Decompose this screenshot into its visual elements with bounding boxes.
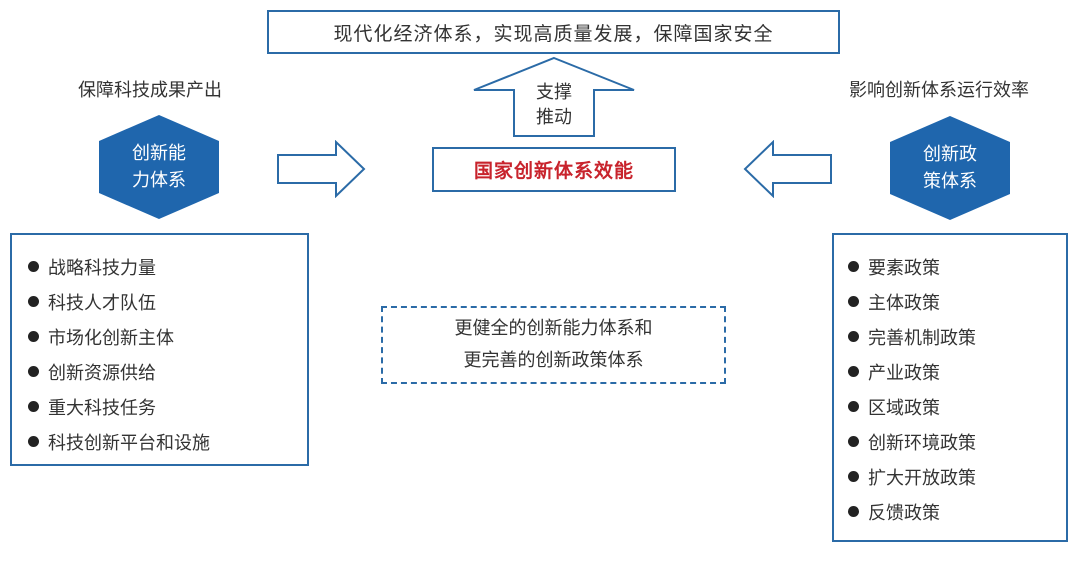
- right-list-item-label: 创新环境政策: [868, 432, 976, 454]
- right-list-item-label: 区域政策: [868, 397, 940, 419]
- bullet-icon: [848, 436, 859, 447]
- bullet-icon: [28, 366, 39, 377]
- bullet-icon: [848, 296, 859, 307]
- bullet-icon: [848, 506, 859, 517]
- bullet-icon: [848, 261, 859, 272]
- left-list-item-label: 战略科技力量: [48, 257, 156, 279]
- center-text: 国家创新体系效能: [473, 160, 634, 182]
- right-list-item: 主体政策: [848, 284, 1066, 319]
- right-list-item: 产业政策: [848, 354, 1066, 389]
- bullet-icon: [848, 401, 859, 412]
- bullet-icon: [28, 401, 39, 412]
- right-list-item: 扩大开放政策: [848, 459, 1066, 494]
- right-list-item-label: 扩大开放政策: [868, 467, 976, 489]
- support-label: 支撑 推动: [514, 80, 594, 130]
- summary-line1: 更健全的创新能力体系和: [454, 318, 653, 339]
- summary-line2: 更完善的创新政策体系: [463, 350, 644, 371]
- right-list-item: 完善机制政策: [848, 319, 1066, 354]
- right-arrow: [277, 140, 366, 198]
- up-arrow: [473, 56, 635, 137]
- left-list-item: 科技人才队伍: [28, 284, 307, 319]
- right-list-item: 反馈政策: [848, 494, 1066, 529]
- right-list-item: 创新环境政策: [848, 424, 1066, 459]
- left-list-item: 科技创新平台和设施: [28, 424, 307, 459]
- left-list-box: 战略科技力量科技人才队伍市场化创新主体创新资源供给重大科技任务科技创新平台和设施: [10, 233, 309, 466]
- left-list-item: 战略科技力量: [28, 249, 307, 284]
- left-arrow: [743, 140, 832, 198]
- bullet-icon: [28, 261, 39, 272]
- right-list-item-label: 要素政策: [868, 257, 940, 279]
- support-line2: 推动: [536, 107, 572, 128]
- bullet-icon: [848, 366, 859, 377]
- top-goal-text: 现代化经济体系，实现高质量发展，保障国家安全: [333, 22, 774, 45]
- bullet-icon: [848, 331, 859, 342]
- left-list-item-label: 重大科技任务: [48, 397, 156, 419]
- support-line1: 支撑: [536, 82, 572, 103]
- right-hexagon: 创新政策体系: [890, 116, 1010, 220]
- right-list-item-label: 完善机制政策: [868, 327, 976, 349]
- right-label: 影响创新体系运行效率: [849, 80, 1029, 101]
- left-list-item: 创新资源供给: [28, 354, 307, 389]
- center-box: 国家创新体系效能: [432, 147, 676, 192]
- left-label: 保障科技成果产出: [78, 80, 222, 101]
- right-list-item: 要素政策: [848, 249, 1066, 284]
- right-list-item: 区域政策: [848, 389, 1066, 424]
- bullet-icon: [848, 471, 859, 482]
- top-goal-box: 现代化经济体系，实现高质量发展，保障国家安全: [267, 10, 840, 54]
- bullet-icon: [28, 296, 39, 307]
- left-list-item-label: 市场化创新主体: [48, 327, 174, 349]
- left-list-item-label: 科技创新平台和设施: [48, 432, 210, 454]
- right-hex-text: 创新政策体系: [923, 144, 977, 192]
- left-list-item: 市场化创新主体: [28, 319, 307, 354]
- left-list-item: 重大科技任务: [28, 389, 307, 424]
- bullet-icon: [28, 436, 39, 447]
- right-list-item-label: 反馈政策: [868, 502, 940, 524]
- summary-dashed-box: 更健全的创新能力体系和 更完善的创新政策体系: [381, 306, 726, 384]
- left-list-item-label: 创新资源供给: [48, 362, 156, 384]
- left-hex-text: 创新能力体系: [132, 143, 186, 191]
- left-hexagon: 创新能力体系: [99, 115, 219, 219]
- bullet-icon: [28, 331, 39, 342]
- left-list-item-label: 科技人才队伍: [48, 292, 156, 314]
- right-list-item-label: 产业政策: [868, 362, 940, 384]
- right-list-item-label: 主体政策: [868, 292, 940, 314]
- right-list-box: 要素政策主体政策完善机制政策产业政策区域政策创新环境政策扩大开放政策反馈政策: [832, 233, 1068, 542]
